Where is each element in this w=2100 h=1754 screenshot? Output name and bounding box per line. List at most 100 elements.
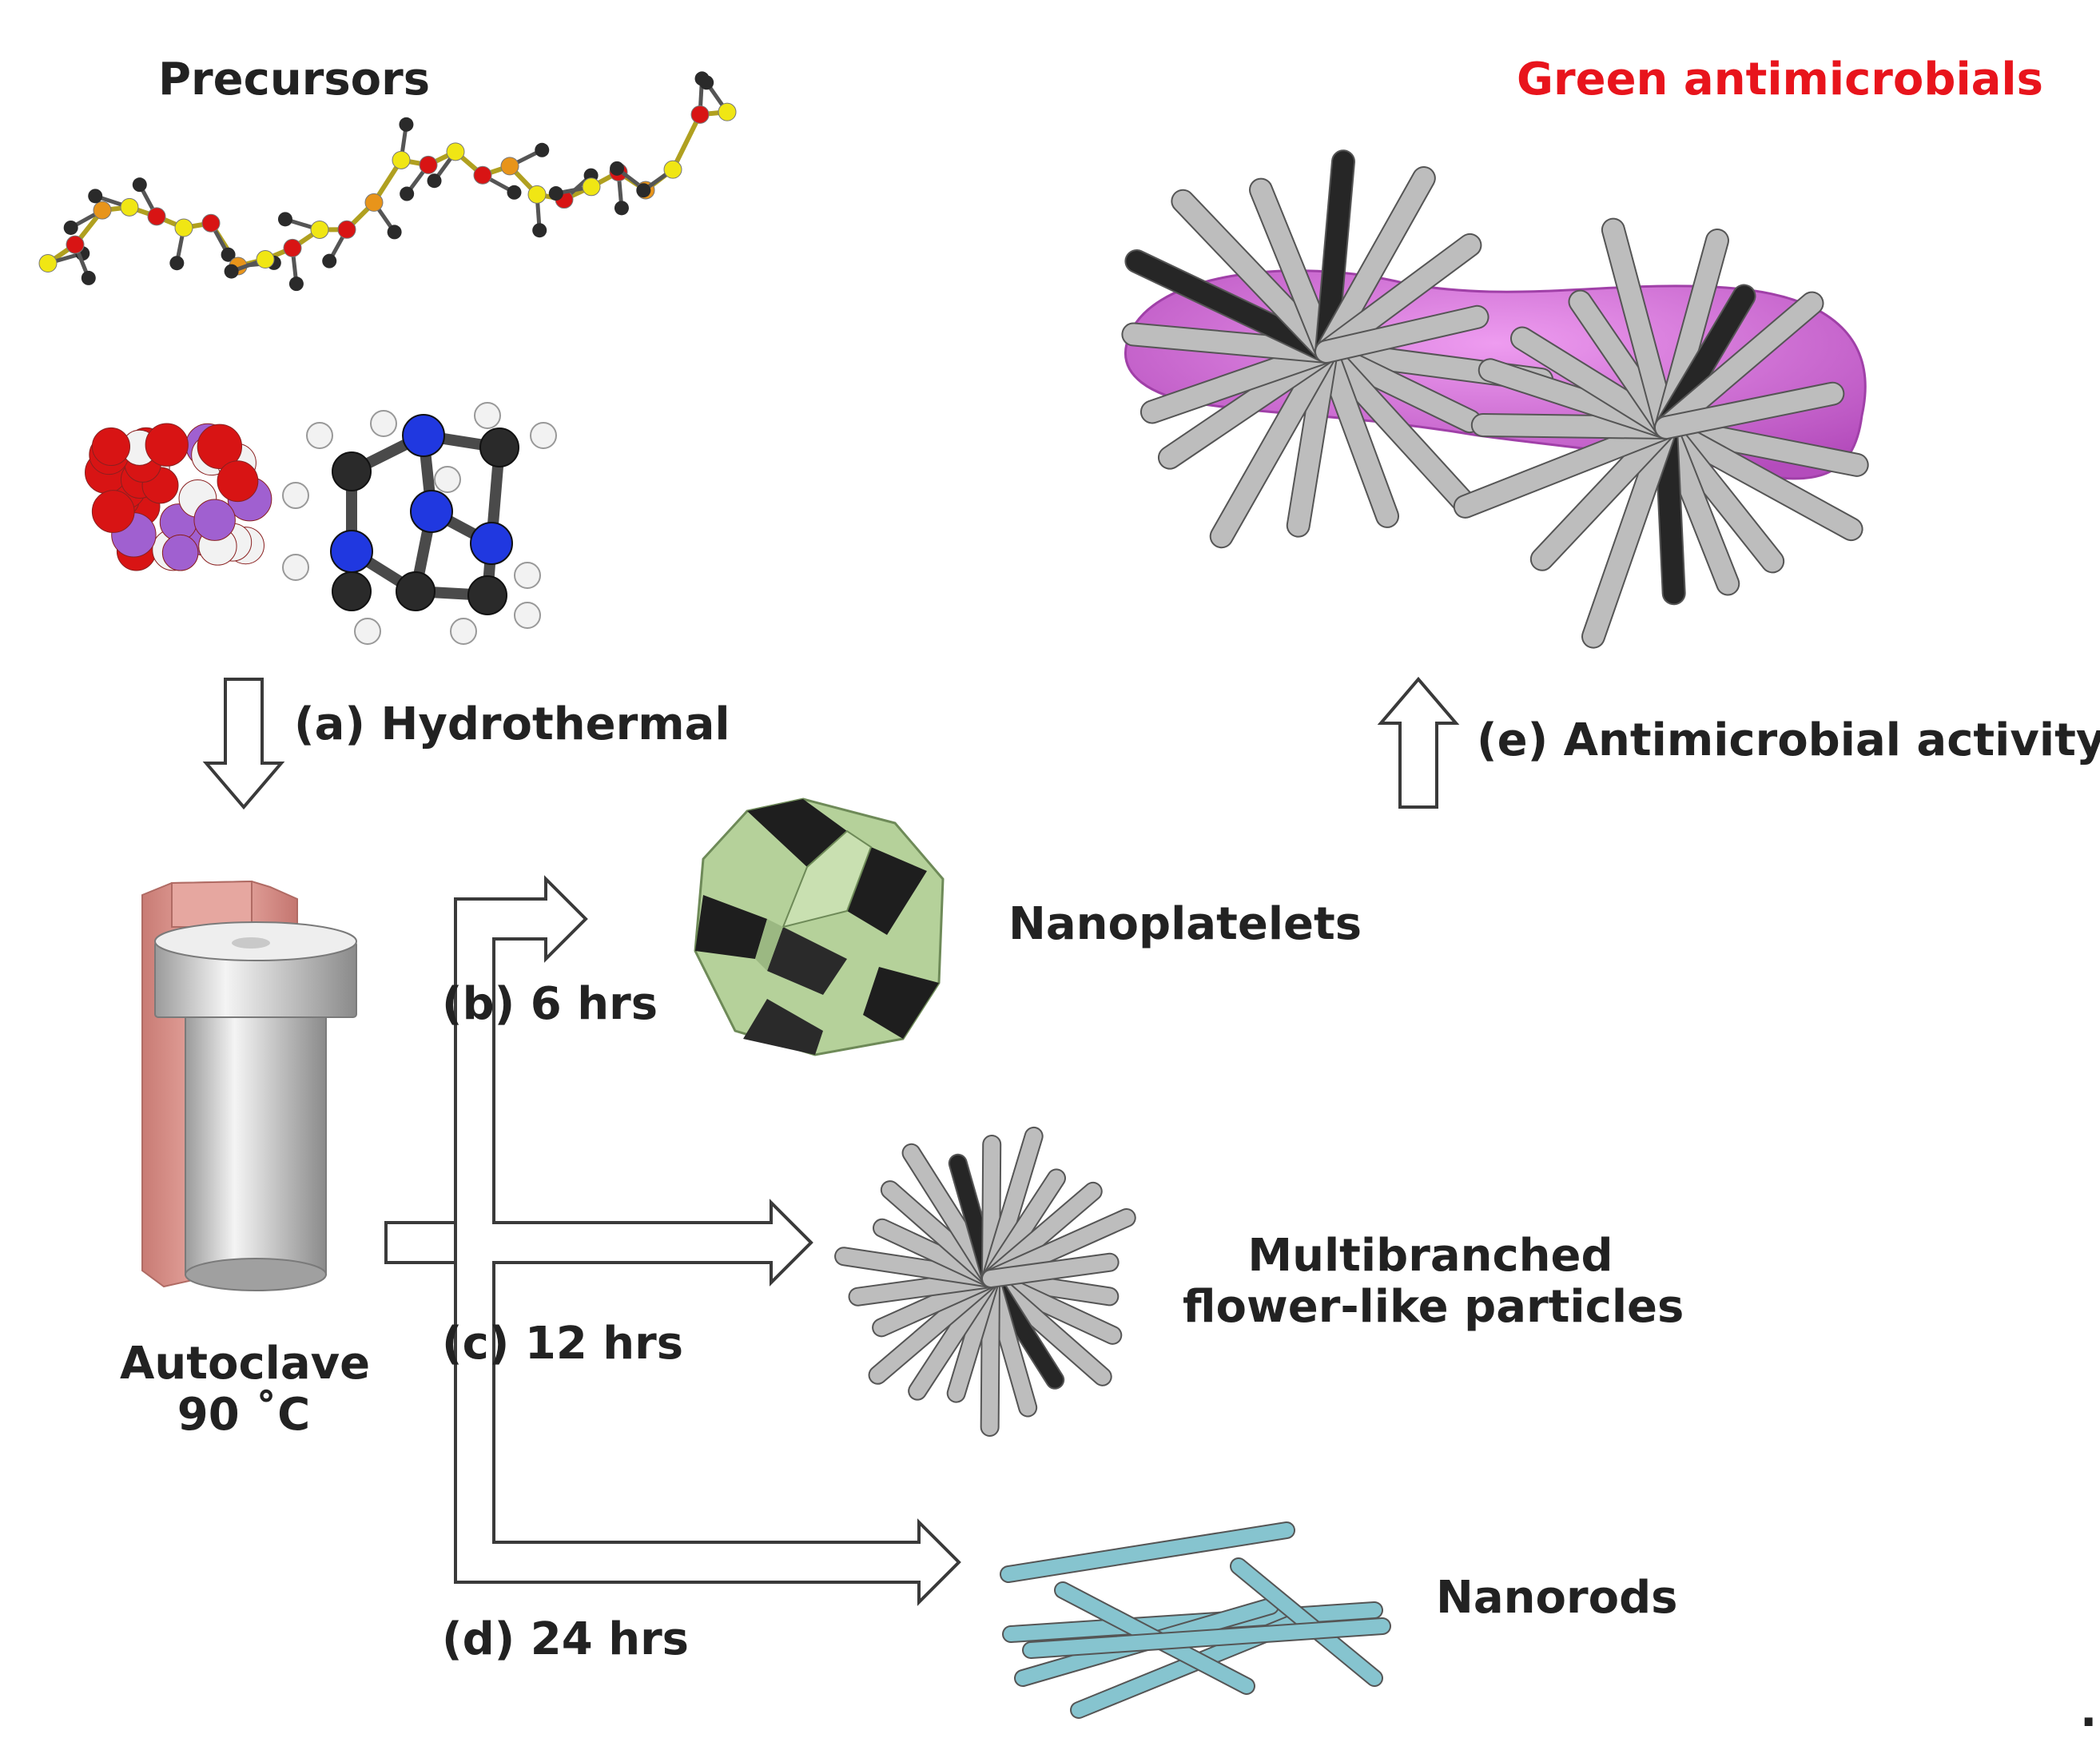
chain-atom bbox=[636, 183, 651, 198]
hexamine-molecule bbox=[282, 402, 557, 645]
cluster-atom bbox=[193, 499, 236, 541]
chain-atom bbox=[283, 238, 302, 257]
multibranched-line1: Multibranched bbox=[1247, 1230, 1613, 1282]
antimicrobial-rod bbox=[1531, 417, 1676, 570]
nitrogen-atom bbox=[330, 530, 373, 573]
autoclave-name: Autoclave bbox=[120, 1338, 371, 1390]
step-c-time-label: (c) 12 hrs bbox=[442, 1318, 684, 1370]
chain-atom bbox=[174, 218, 193, 237]
hydrogen-atom bbox=[306, 422, 333, 449]
chain-atom bbox=[718, 102, 737, 121]
chain-atom bbox=[63, 220, 78, 235]
cluster-atom bbox=[217, 460, 259, 503]
step-b-time-label: (b) 6 hrs bbox=[442, 978, 658, 1030]
chain-atom bbox=[610, 161, 625, 176]
cluster-atom bbox=[145, 423, 189, 467]
chain-atom bbox=[392, 150, 411, 169]
antimicrobial-rod bbox=[1250, 179, 1337, 362]
antimicrobial-rod bbox=[1316, 341, 1477, 515]
chain-atom bbox=[527, 185, 547, 204]
antimicrobial-rod bbox=[1656, 417, 1862, 540]
multibranched-flower-particle bbox=[834, 1126, 1136, 1437]
carbon-atom bbox=[396, 571, 436, 611]
antimicrobial-rod bbox=[1172, 190, 1337, 362]
nanorod bbox=[1001, 1523, 1294, 1581]
chain-atom bbox=[446, 142, 465, 161]
chain-atom bbox=[500, 157, 519, 176]
chain-atom bbox=[419, 155, 438, 174]
precursor-polymer-molecule bbox=[38, 71, 737, 292]
chain-atom bbox=[690, 105, 710, 124]
cluster-atom bbox=[197, 424, 243, 469]
autoclave-temperature: 90 ˚C bbox=[177, 1389, 311, 1442]
antimicrobial-rod bbox=[1126, 250, 1337, 362]
branching-outline-arrows bbox=[384, 875, 961, 1606]
chain-atom bbox=[256, 250, 275, 269]
antimicrobial-particle-on-pathogen bbox=[1121, 149, 1869, 649]
hydrogen-atom bbox=[282, 554, 309, 581]
chain-atom bbox=[66, 235, 85, 254]
antimicrobial-rod bbox=[1656, 292, 1823, 438]
cluster-atom bbox=[91, 427, 131, 467]
chain-atom bbox=[120, 197, 139, 217]
antimicrobial-rod bbox=[1141, 341, 1337, 423]
antimicrobial-rod bbox=[1454, 417, 1676, 517]
hydrogen-atom bbox=[514, 562, 541, 589]
hydrogen-atom bbox=[474, 402, 501, 429]
hydrogen-atom bbox=[354, 618, 381, 645]
chain-atom bbox=[310, 220, 329, 239]
nanoplatelet-particle bbox=[694, 797, 945, 1056]
chain-atom bbox=[364, 193, 384, 212]
chain-atom bbox=[147, 207, 166, 226]
chain-atom bbox=[132, 177, 147, 193]
hydrogen-atom bbox=[434, 466, 461, 493]
chain-atom bbox=[277, 212, 292, 227]
hydrogen-atom bbox=[514, 602, 541, 629]
chain-atom bbox=[169, 256, 185, 271]
hydrogen-atom bbox=[282, 482, 309, 509]
chain-atom bbox=[322, 253, 337, 268]
nitrogen-atom bbox=[410, 490, 453, 533]
carbon-atom bbox=[479, 428, 519, 467]
autoclave-illustration bbox=[141, 880, 357, 1291]
antimicrobial-up-arrow bbox=[1377, 676, 1460, 809]
nanoplatelets-label: Nanoplatelets bbox=[1008, 898, 1362, 950]
chain-atom bbox=[88, 189, 103, 204]
chain-atom bbox=[399, 117, 414, 132]
step-a-hydrothermal-label: (a) Hydrothermal bbox=[294, 698, 730, 750]
chain-atom bbox=[507, 185, 522, 200]
cluster-atom bbox=[161, 534, 199, 571]
nanorod bbox=[1024, 1619, 1390, 1657]
trailing-period: . bbox=[2080, 1685, 2098, 1737]
multibranched-line2: flower-like particles bbox=[1183, 1281, 1684, 1334]
chain-atom bbox=[93, 201, 112, 220]
chain-atom bbox=[224, 264, 239, 279]
chain-atom bbox=[473, 165, 492, 185]
antimicrobial-rod bbox=[1316, 306, 1488, 362]
antimicrobial-rod bbox=[1211, 341, 1337, 547]
step-e-antimicrobial-label: (e) Antimicrobial activity bbox=[1477, 714, 2100, 766]
hydrogen-atom bbox=[370, 410, 397, 437]
chain-atom bbox=[663, 160, 682, 179]
carbon-atom bbox=[332, 451, 372, 491]
nanorod bbox=[1231, 1559, 1382, 1685]
nitrogen-atom bbox=[402, 414, 445, 457]
carbon-atom bbox=[467, 575, 507, 615]
antimicrobial-rod bbox=[1316, 151, 1354, 362]
antimicrobial-rod bbox=[1583, 417, 1676, 647]
chain-atom bbox=[535, 142, 550, 157]
chain-atom bbox=[221, 247, 236, 262]
step-d-time-label: (d) 24 hrs bbox=[442, 1613, 690, 1665]
autoclave-label: Autoclave 90 ˚C bbox=[120, 1338, 371, 1442]
chain-atom bbox=[337, 220, 356, 239]
chain-atom bbox=[532, 223, 547, 238]
chain-atom bbox=[38, 254, 58, 273]
antimicrobial-rod bbox=[1316, 167, 1434, 362]
chain-bond bbox=[670, 113, 702, 171]
nitrogen-atom bbox=[470, 522, 513, 565]
chain-atom bbox=[582, 177, 601, 197]
salt-crystal-molecule bbox=[85, 423, 272, 571]
chain-atom bbox=[387, 225, 402, 240]
antimicrobial-rod bbox=[1602, 219, 1676, 438]
